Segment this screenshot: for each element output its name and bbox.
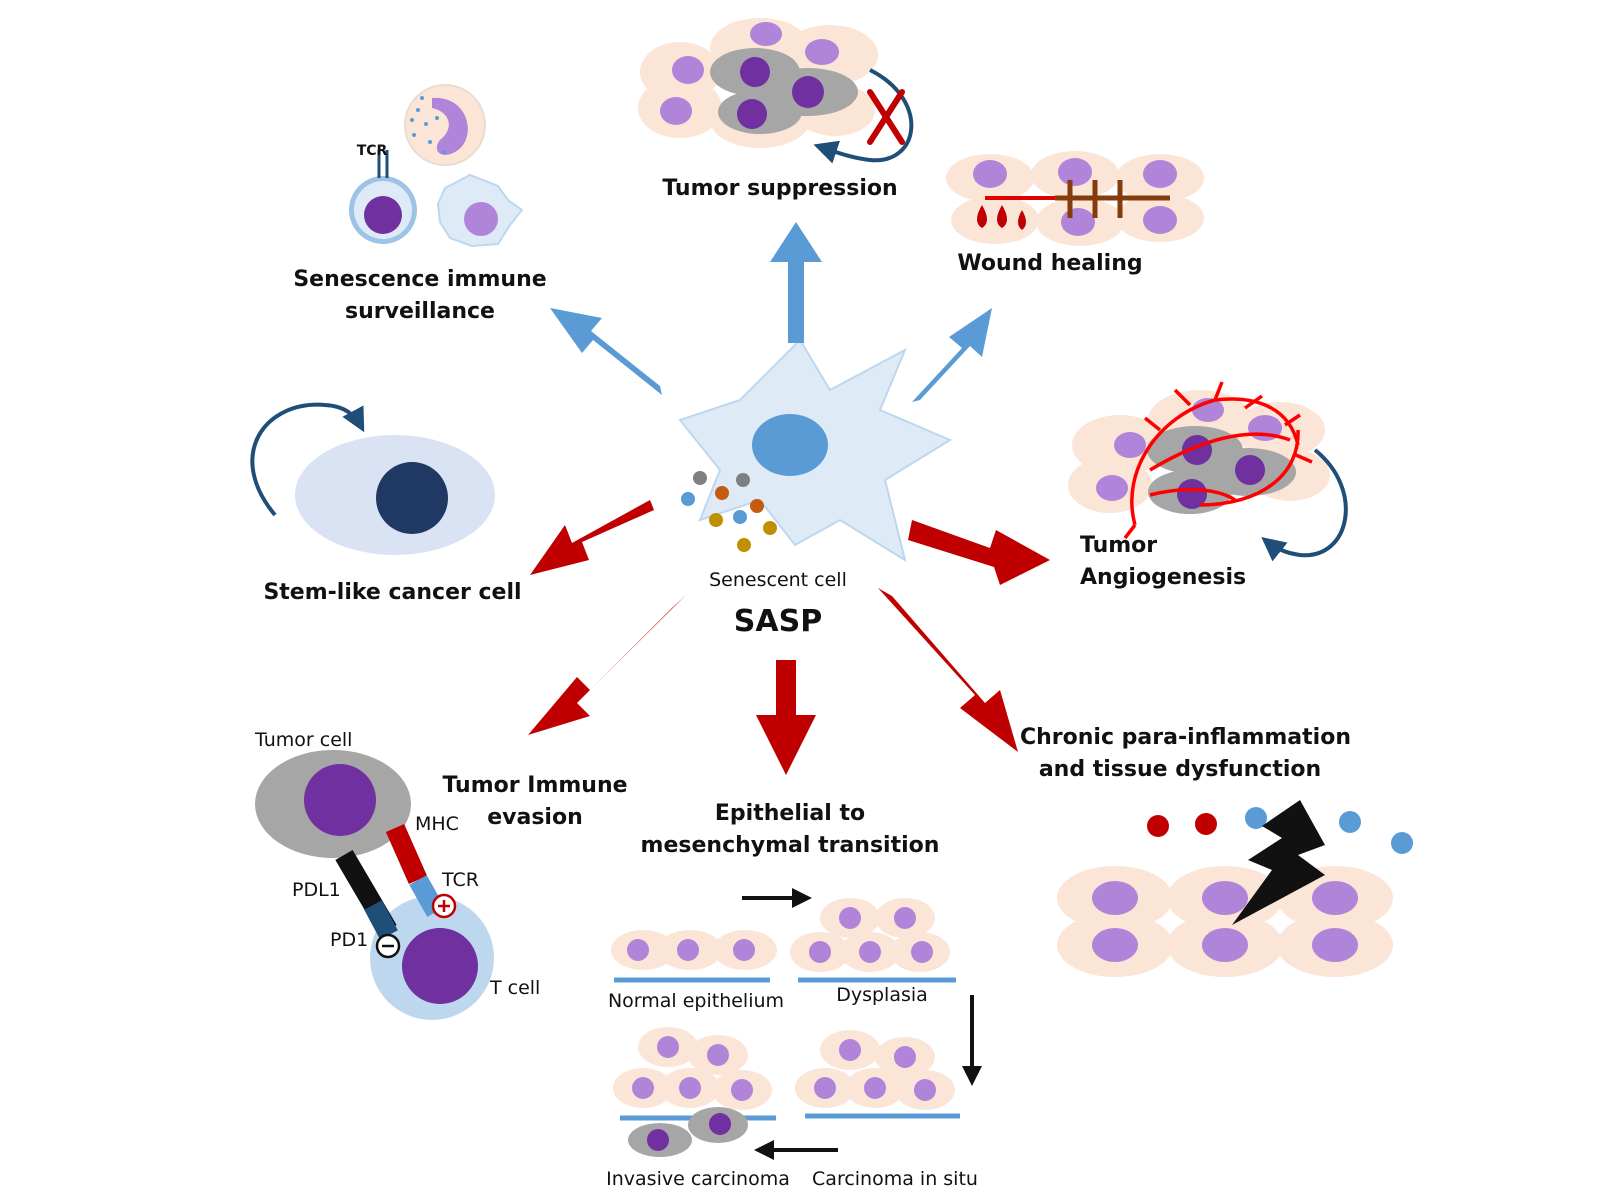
- pd1-label: PD1: [330, 929, 368, 951]
- arrow-up-left-immune-surveillance: [550, 308, 662, 395]
- emt-normal-epithelium: [611, 930, 777, 983]
- red-x-icon: [867, 89, 905, 145]
- angiogenesis-label: Tumor Angiogenesis: [1080, 530, 1246, 594]
- carcinoma-in-situ-label: Carcinoma in situ: [812, 1168, 978, 1190]
- mhc-label: MHC: [415, 813, 459, 835]
- immune-surveillance-line1: Senescence immune: [293, 267, 547, 292]
- immune-surveillance-label: Senescence immune surveillance: [280, 264, 560, 328]
- lightning-icon: [1232, 800, 1325, 925]
- inflammation-line1: Chronic para-inflammation: [1020, 725, 1351, 750]
- arrow-down-right-inflammation: [878, 588, 1018, 752]
- inflammation-line2: and tissue dysfunction: [1038, 756, 1322, 782]
- immune-evasion-cells: [255, 750, 494, 1020]
- pdl1-label: PDL1: [292, 879, 341, 901]
- emt-label: Epithelial to mesenchymal transition: [640, 798, 940, 862]
- immune-surveillance-line2: surveillance: [345, 298, 495, 324]
- senescent-cell: [678, 338, 953, 563]
- tcr-label: TCR: [441, 869, 479, 891]
- arrow-down-left-immune-evasion: [528, 595, 686, 735]
- tcr-top-label: TCR: [357, 143, 388, 159]
- arrow-up-tumor-suppression: [770, 222, 822, 343]
- emt-carcinoma-in-situ: [795, 1030, 960, 1119]
- tumor-suppression-tissue: [638, 18, 878, 148]
- emt-invasive-carcinoma: [613, 1027, 776, 1157]
- tumor-suppression-label: Tumor suppression: [662, 176, 898, 201]
- invasive-carcinoma-label: Invasive carcinoma: [606, 1168, 790, 1190]
- angiogenesis-tissue: [1068, 381, 1348, 562]
- sasp-label: SASP: [733, 604, 823, 639]
- dysplasia-label: Dysplasia: [836, 984, 928, 1006]
- wound-healing-label: Wound healing: [957, 251, 1143, 276]
- angiogenesis-line1: Tumor: [1080, 533, 1158, 558]
- wound-healing-tissue: [946, 151, 1204, 246]
- arrow-down-emt: [756, 660, 816, 775]
- emt-line1: Epithelial to: [714, 801, 866, 826]
- arrow-up-right-wound-healing: [912, 308, 992, 402]
- immune-evasion-line2: evasion: [487, 804, 583, 830]
- normal-epithelium-label: Normal epithelium: [608, 990, 784, 1012]
- tumor-cell-label: Tumor cell: [254, 729, 352, 751]
- stem-like-label: Stem-like cancer cell: [263, 580, 522, 605]
- beneficial-arrows: [550, 222, 992, 402]
- inflammation-label: Chronic para-inflammation and tissue dys…: [1020, 722, 1351, 786]
- emt-progression-arrows: [742, 888, 982, 1160]
- stem-like-cancer-cell: [250, 402, 495, 555]
- emt-dysplasia: [790, 898, 956, 983]
- immune-evasion-label: Tumor Immune evasion: [435, 770, 635, 834]
- arrow-left-stem-like: [530, 500, 654, 575]
- emt-line2: mesenchymal transition: [640, 832, 940, 858]
- inflammation-tissue: [1057, 800, 1413, 977]
- senescent-cell-label: Senescent cell: [709, 569, 847, 591]
- immune-surveillance-cells: [349, 84, 524, 248]
- arrow-right-angiogenesis: [908, 520, 1050, 585]
- sasp-factor-dots: [681, 471, 777, 552]
- immune-evasion-line1: Tumor Immune: [442, 773, 628, 798]
- angiogenesis-line2: Angiogenesis: [1080, 564, 1247, 590]
- detrimental-arrows: [528, 500, 1050, 775]
- t-cell-label: T cell: [489, 977, 540, 999]
